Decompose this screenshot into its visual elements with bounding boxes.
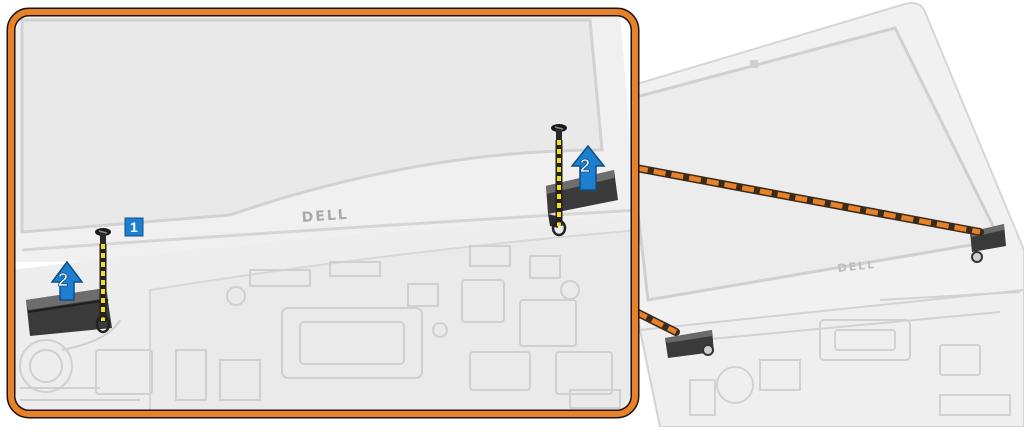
leader-line-lower (634, 309, 678, 335)
step1-badge: 1 (124, 217, 144, 237)
screw-icon (95, 228, 111, 244)
overview-laptop: DELL (598, 2, 1024, 428)
webcam-icon (750, 60, 758, 68)
screw-icon (551, 124, 567, 140)
screw-left (95, 228, 111, 334)
step2-right-label: 2 (580, 156, 590, 176)
step1-label: 1 (130, 219, 138, 235)
overview-logo: DELL (837, 258, 877, 275)
zoom-logo: DELL (301, 207, 349, 226)
leader-line-upper (635, 165, 981, 235)
step2-left-label: 2 (58, 270, 68, 290)
overview-board-details (689, 291, 1021, 416)
overview-hinge-left (665, 330, 714, 358)
zoom-callout-content: DELL (11, 12, 635, 414)
overview-base (638, 288, 1024, 428)
zoom-frame-border (8, 9, 638, 417)
screw-right (551, 124, 567, 237)
zoom-screen (20, 18, 604, 234)
lift-arrow-icon-right: 2 (570, 144, 606, 191)
leader-lines (632, 164, 984, 336)
lift-arrow-icon-left: 2 (50, 260, 84, 301)
motherboard-details (19, 245, 621, 409)
